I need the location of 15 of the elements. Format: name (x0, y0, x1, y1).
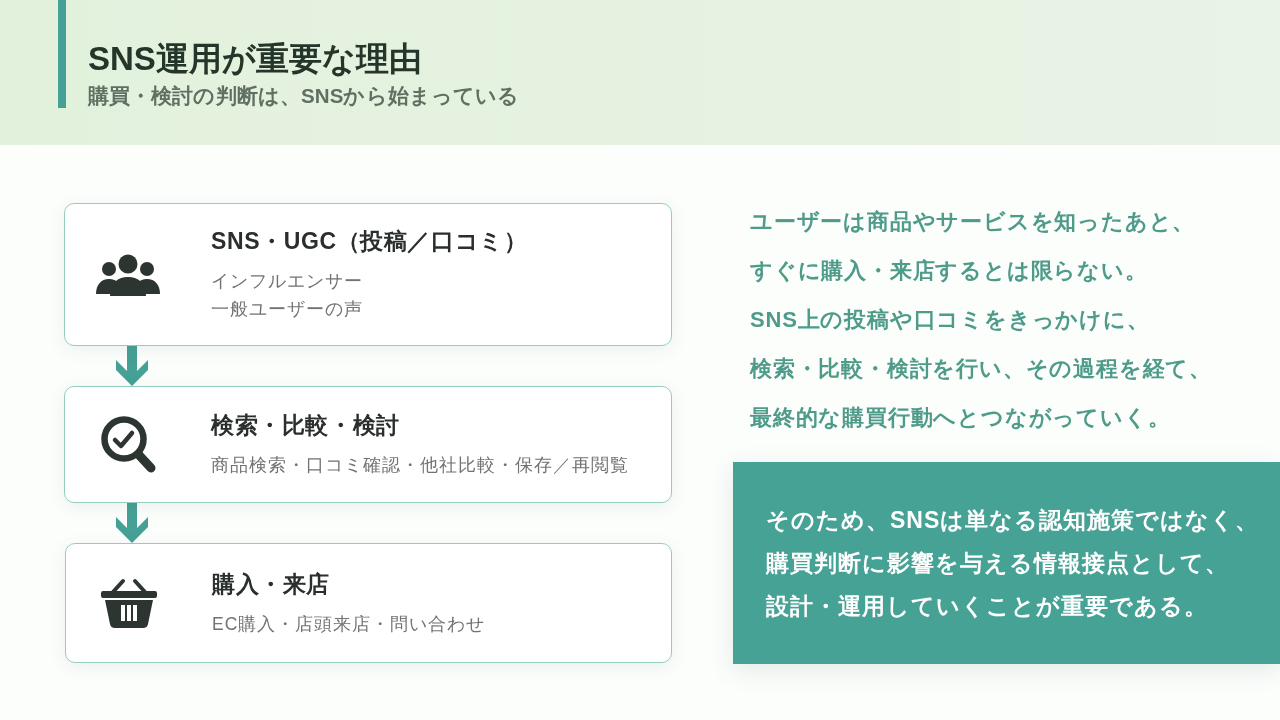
highlight-panel (733, 462, 1280, 664)
card-title: 検索・比較・検討 (211, 411, 400, 440)
subtitle: 購買・検討の判断は、SNSから始まっている (88, 83, 520, 109)
step-card (65, 543, 672, 663)
body-text: ユーザーは商品やサービスを知ったあと、すぐに購入・来店するとは限らない。SNS上の投稿や口コミをきっかけに、検索・比較・検討を行い、その過程を経て、最終的な購買行動へとつながっていく。 (750, 208, 1213, 432)
card-text: EC購入・店頭来店・問い合わせ (212, 612, 486, 636)
card-title: 購入・来店 (212, 569, 330, 599)
card-text: インフルエンサー (211, 270, 363, 293)
conclusion-text: そのため、SNSは単なる認知施策ではなく、購買判断に影響を与える情報接点として、設計・運用していくことが重要である。 (766, 505, 1261, 621)
card-text: 商品検索・口コミ確認・他社比較・保存／再閲覧 (211, 454, 629, 477)
card-title: SNS・UGC（投稿／口コミ） (211, 227, 528, 256)
slide-title: SNS運用が重要な理由 (88, 39, 422, 79)
step-card (64, 386, 672, 503)
card-text: 一般ユーザーの声 (211, 298, 363, 321)
step-card (64, 203, 672, 346)
